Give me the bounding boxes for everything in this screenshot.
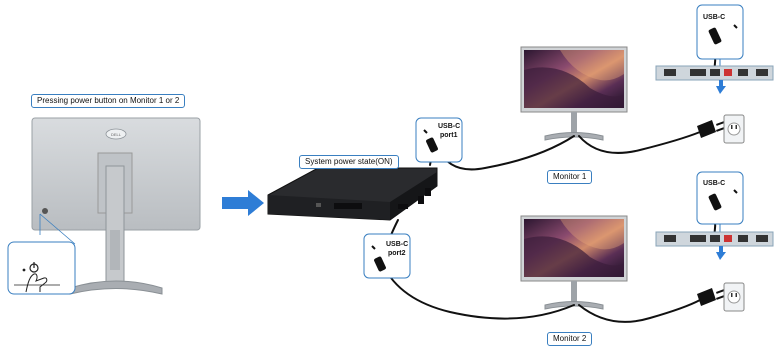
finger-press-icon [25, 273, 48, 293]
monitor-1 [520, 46, 628, 141]
usbc-port1-label-port: port1 [440, 132, 458, 139]
power-outlet-1 [723, 114, 745, 144]
flow-arrow-icon [222, 190, 264, 216]
power-button-icon [42, 208, 48, 214]
power-outlet-2 [723, 282, 745, 312]
svg-text:DELL: DELL [111, 132, 122, 137]
monitor-2-label: Monitor 2 [547, 332, 593, 346]
monitor1-port-strip [655, 65, 774, 94]
usbc-monitor2-label: USB-C [703, 180, 726, 187]
usbc-plug-icon [374, 256, 386, 272]
usbc-plug-icon [708, 193, 722, 211]
docking-station [267, 167, 438, 221]
pressing-power-label: Pressing power button on Monitor 1 or 2 [31, 94, 186, 108]
usbc-monitor1-callout [696, 4, 744, 66]
usbc-port2-callout [363, 233, 411, 279]
monitor-1-label: Monitor 1 [547, 170, 593, 184]
power-plug-2 [697, 288, 725, 306]
up-arrow-icon [716, 246, 726, 260]
usbc-port2-label-port: port2 [388, 250, 406, 257]
usbc-plug-icon [426, 137, 438, 153]
usbc-port2-label-type: USB-C [386, 241, 409, 248]
monitor2-port-strip [655, 231, 774, 260]
usbc-port1-label-type: USB-C [438, 123, 461, 130]
monitor-stand-base [69, 280, 163, 295]
usbc-port1-callout [415, 117, 463, 163]
power-button-callout [7, 213, 76, 295]
up-arrow-icon [716, 80, 726, 94]
monitor-back-view: DELL [31, 117, 201, 295]
power-plug-1 [697, 120, 725, 138]
usbc-monitor2-callout [696, 171, 744, 232]
usbc-monitor1-label: USB-C [703, 14, 726, 21]
usbc-plug-icon [708, 27, 722, 45]
dell-logo-icon [105, 128, 127, 140]
system-power-state-label: System power state(ON) [299, 155, 399, 169]
monitor-2 [520, 215, 628, 310]
